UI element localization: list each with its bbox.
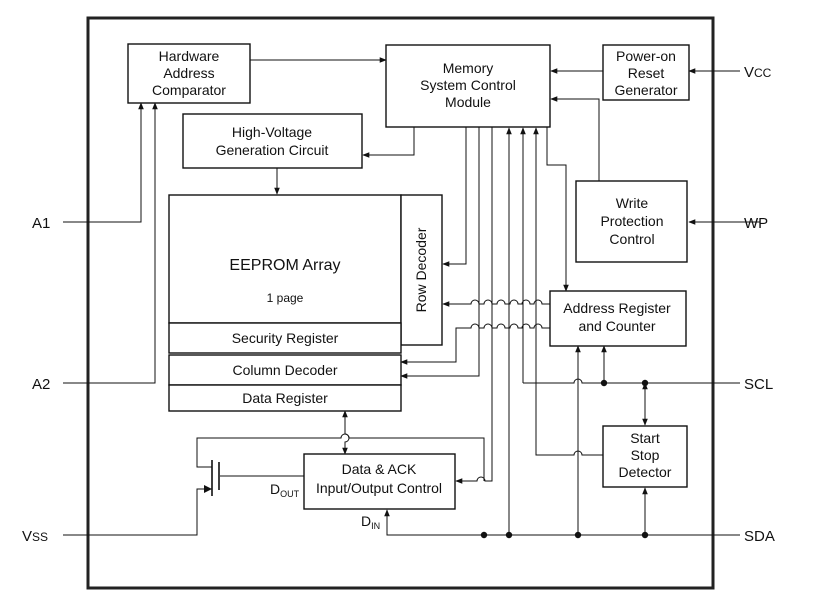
scl-bus [523, 378, 740, 384]
wire-wp-to-memory [550, 96, 600, 181]
start-stop-label-1: Start [630, 430, 660, 446]
page-label: 1 page [267, 291, 304, 305]
start-stop-label-2: Stop [631, 447, 660, 463]
data-register [168, 384, 402, 412]
reset-label-2: Reset [628, 65, 665, 81]
eeprom-array-label: EEPROM Array [229, 257, 340, 274]
wire-memory-to-addrreg [546, 127, 569, 292]
memory-system-control-module [385, 44, 551, 128]
pin-vss: VSS [22, 528, 48, 545]
memory-label-2: System Control [420, 77, 516, 93]
wire-a1 [63, 102, 144, 223]
wires [63, 57, 760, 536]
write-protection-control [575, 180, 688, 263]
pin-wp: WP [744, 215, 768, 232]
wire-memory-to-rowdec [442, 127, 467, 267]
addr-reg-label-1: Address Register [563, 300, 671, 316]
hw-comparator-label-1: Hardware [159, 48, 220, 64]
pin-vcc: VCC [744, 64, 772, 81]
wire-memory-to-coldec [400, 127, 480, 379]
hv-label-2: Generation Circuit [216, 142, 329, 158]
data-register-label: Data Register [242, 390, 328, 406]
wire-transistor-source [63, 488, 212, 536]
hv-label-1: High-Voltage [232, 124, 312, 140]
security-register-label: Security Register [232, 330, 339, 346]
reset-label-1: Power-on [616, 48, 676, 64]
wire-memory-to-dataack [455, 127, 493, 484]
chip-outline [86, 16, 715, 590]
wire-addr-to-rowdec [442, 299, 550, 307]
power-on-reset-generator [602, 44, 690, 101]
data-ack-label-2: Input/Output Control [316, 480, 442, 496]
start-stop-detector [602, 425, 688, 488]
pin-a2: A2 [32, 376, 50, 393]
addr-reg-label-2: and Counter [578, 318, 655, 334]
pin-scl: SCL [744, 376, 773, 393]
row-decoder-label: Row Decoder [413, 227, 429, 312]
memory-label-3: Module [445, 94, 491, 110]
reset-label-3: Generator [614, 82, 677, 98]
sda-bus [384, 509, 740, 536]
din-label: DIN [361, 513, 380, 531]
wp-control-label-3: Control [609, 231, 654, 247]
column-decoder-label: Column Decoder [232, 362, 337, 378]
high-voltage-generation-circuit [182, 113, 363, 169]
hardware-address-comparator [127, 43, 251, 104]
wire-start-stop-to-memory [533, 127, 603, 456]
row-decoder [400, 194, 443, 346]
address-register-and-counter [549, 290, 687, 347]
wire-open-drain-output [196, 433, 485, 481]
transistor-arrow [204, 485, 212, 493]
junction-dots [480, 379, 649, 539]
eeprom-array [168, 194, 402, 324]
pin-sda: SDA [744, 528, 775, 545]
security-register [168, 322, 402, 354]
dout-label: DOUT [270, 481, 300, 499]
hw-comparator-label-2: Address [163, 65, 214, 81]
start-stop-label-3: Detector [619, 464, 672, 480]
wire-datareg-to-dataack [342, 410, 350, 455]
pin-a1: A1 [32, 215, 50, 232]
wp-control-label-2: Protection [600, 213, 663, 229]
wire-a2 [63, 102, 158, 384]
hw-comparator-label-3: Comparator [152, 82, 226, 98]
wp-control-label-1: Write [616, 195, 649, 211]
wire-memory-to-hv [362, 127, 415, 158]
data-ack-label-1: Data & ACK [342, 461, 417, 477]
memory-label-1: Memory [443, 60, 494, 76]
data-ack-io-control [303, 453, 456, 510]
